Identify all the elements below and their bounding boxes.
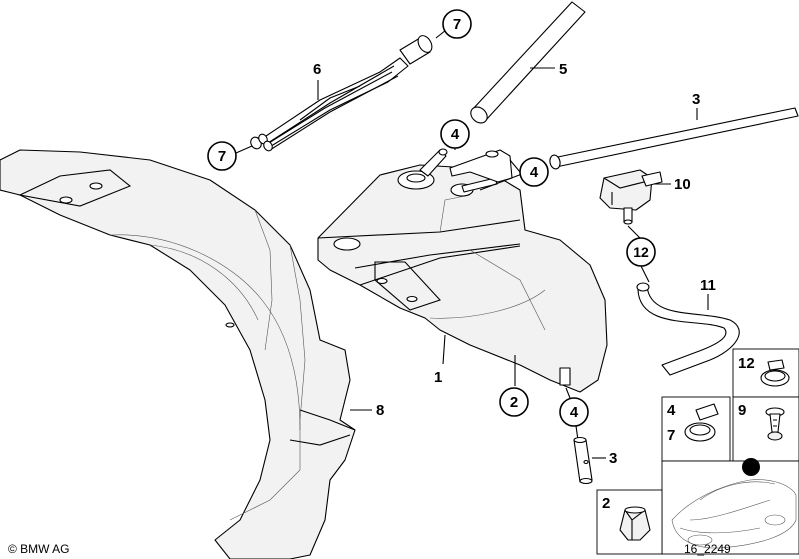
leader-12b xyxy=(640,265,650,283)
callout-4a xyxy=(440,119,470,149)
wheel-arch-liner xyxy=(0,149,356,559)
worm-clamp-icon xyxy=(684,403,719,442)
label-7-left: 7 xyxy=(218,148,226,165)
washer-reservoir xyxy=(317,148,608,393)
legend-box-4-7 xyxy=(661,396,731,462)
leader-4b2 xyxy=(509,159,521,173)
label-4b: 4 xyxy=(530,164,539,181)
hose-bundle-6 xyxy=(250,35,433,152)
label-5: 5 xyxy=(559,61,567,78)
leader-12 xyxy=(627,225,641,239)
leader-7left xyxy=(235,145,253,154)
callout-2 xyxy=(499,387,529,417)
washer-pump-10 xyxy=(599,169,663,225)
legend-label-4: 4 xyxy=(667,402,676,419)
callout-7-top xyxy=(442,9,472,39)
legend-panel: 12 4 7 9 xyxy=(596,348,799,555)
label-4c: 4 xyxy=(570,404,579,421)
label-3-bottom: 3 xyxy=(609,450,617,467)
label-6: 6 xyxy=(313,61,321,78)
hose-11-curved xyxy=(636,282,740,376)
callout-12 xyxy=(626,237,656,267)
leader-4b xyxy=(479,173,523,191)
label-12: 12 xyxy=(633,244,649,260)
hose-3-short xyxy=(573,436,593,485)
label-1: 1 xyxy=(434,369,442,386)
legend-label-2: 2 xyxy=(602,495,610,512)
label-2: 2 xyxy=(510,394,518,411)
callout-7-left xyxy=(207,141,237,171)
callout-4b xyxy=(519,157,549,187)
label-11: 11 xyxy=(700,277,716,294)
label-10: 10 xyxy=(674,176,691,193)
legend-label-12: 12 xyxy=(738,355,755,372)
leader-4c xyxy=(565,387,571,399)
callout-4c xyxy=(559,397,589,427)
hose-clamp-icon xyxy=(760,359,790,387)
diagram-id: 16_2249 xyxy=(684,542,731,556)
legend-label-7: 7 xyxy=(667,427,675,444)
car-location-icon xyxy=(671,458,797,549)
leader-1 xyxy=(442,334,446,365)
hose-3-long xyxy=(549,107,799,170)
location-dot-icon xyxy=(742,458,760,476)
label-8: 8 xyxy=(376,402,384,419)
label-7-top: 7 xyxy=(453,16,461,33)
push-rivet-icon xyxy=(765,407,785,441)
legend-label-9: 9 xyxy=(738,402,746,419)
clip-nut-icon xyxy=(619,506,651,541)
label-3-top: 3 xyxy=(692,91,700,108)
legend-box-car xyxy=(661,460,799,555)
copyright-text: © BMW AG xyxy=(8,542,70,556)
label-4a: 4 xyxy=(451,126,460,143)
hose-5 xyxy=(470,1,586,124)
